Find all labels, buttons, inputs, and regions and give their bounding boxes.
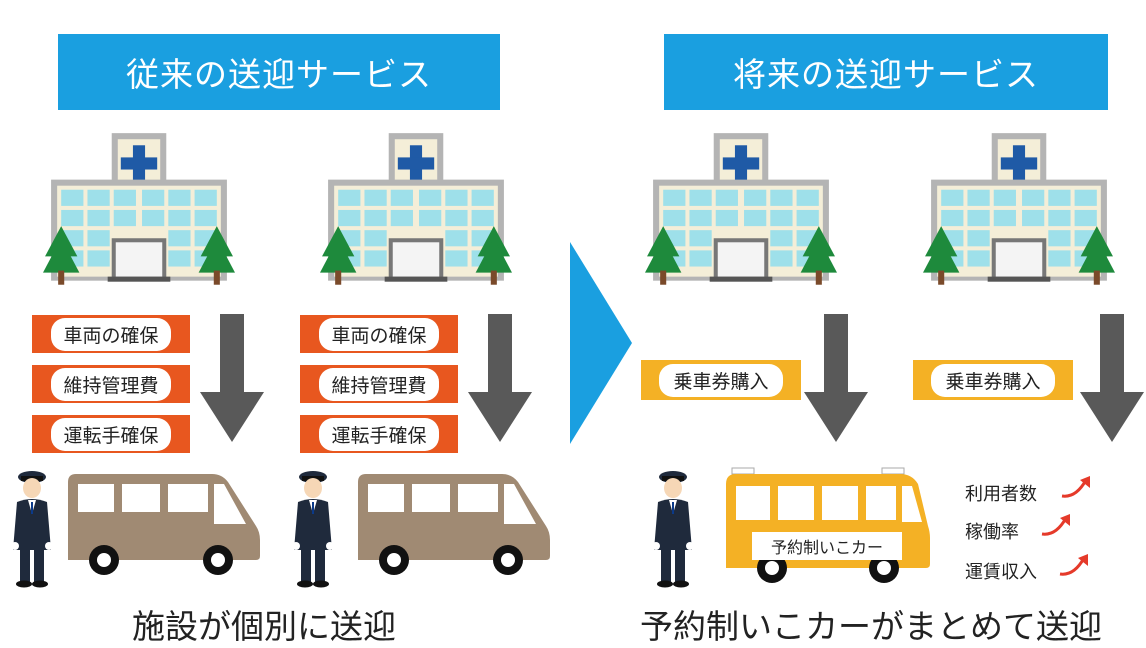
metric-utilization: 稼働率	[965, 522, 1019, 543]
tag-ticket-purchase: 乗車券購入	[913, 360, 1073, 400]
van-icon	[352, 470, 552, 580]
right-caption: 予約制いこカーがまとめて送迎	[640, 607, 1102, 646]
tag-maintenance: 維持管理費	[32, 365, 190, 403]
down-arrow-icon	[1080, 314, 1144, 444]
tag-ticket-purchase-label: 乗車券購入	[931, 363, 1055, 397]
up-trend-arrow-icon	[1060, 474, 1094, 502]
tag-driver: 運転手確保	[300, 415, 458, 453]
hospital-icon	[43, 133, 235, 297]
bus-label: 予約制いこカー	[752, 532, 902, 560]
tag-ticket-purchase-label: 乗車券購入	[659, 363, 783, 397]
tag-vehicle-label: 車両の確保	[319, 317, 439, 351]
tag-vehicle: 車両の確保	[32, 315, 190, 353]
left-caption: 施設が個別に送迎	[132, 607, 396, 646]
down-arrow-icon	[468, 314, 532, 444]
tag-ticket-purchase: 乗車券購入	[641, 360, 801, 400]
hospital-icon	[923, 133, 1115, 297]
tag-maintenance: 維持管理費	[300, 365, 458, 403]
tag-driver-label: 運転手確保	[319, 417, 439, 451]
up-trend-arrow-icon	[1058, 552, 1092, 580]
right-arrow-icon	[570, 242, 632, 444]
metric-fare-revenue: 運賃収入	[965, 562, 1037, 583]
tag-driver-label: 運転手確保	[51, 417, 171, 451]
driver-icon	[290, 468, 336, 588]
hospital-icon	[320, 133, 512, 297]
tag-driver: 運転手確保	[32, 415, 190, 453]
tag-maintenance-label: 維持管理費	[319, 367, 439, 401]
van-icon	[62, 470, 262, 580]
tag-maintenance-label: 維持管理費	[51, 367, 171, 401]
metric-users: 利用者数	[965, 484, 1037, 505]
driver-icon	[9, 468, 55, 588]
bus-icon	[722, 466, 932, 588]
tag-vehicle: 車両の確保	[300, 315, 458, 353]
hospital-icon	[645, 133, 837, 297]
driver-icon	[650, 468, 696, 588]
tag-vehicle-label: 車両の確保	[51, 317, 171, 351]
down-arrow-icon	[804, 314, 868, 444]
right-header: 将来の送迎サービス	[664, 34, 1108, 110]
up-trend-arrow-icon	[1040, 512, 1074, 540]
left-header: 従来の送迎サービス	[58, 34, 500, 110]
down-arrow-icon	[200, 314, 264, 444]
